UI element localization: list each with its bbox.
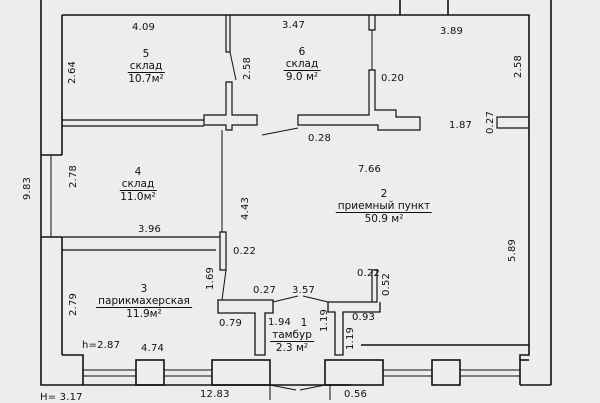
dim-room2-top-width: 3.89 <box>440 26 464 37</box>
dim-room6-width: 3.47 <box>282 20 306 31</box>
dim-room5-height: 2.64 <box>67 60 78 84</box>
room-number: 4 <box>134 166 142 178</box>
ceiling-height: h=2.87 <box>82 340 121 351</box>
room-5-label: 5 склад 10.7м² <box>127 48 165 85</box>
dim-093: 0.93 <box>352 312 376 323</box>
dim-wall-052: 0.52 <box>381 272 392 296</box>
room-name: тамбур <box>270 329 314 342</box>
dim-1-87: 1.87 <box>449 120 473 131</box>
dim-079: 0.79 <box>219 318 243 329</box>
room-area: 11.0м² <box>120 191 156 203</box>
dim-wall-022b: 0.22 <box>357 268 381 279</box>
room-area: 10.7м² <box>128 73 164 85</box>
room-name: склад <box>283 58 321 71</box>
room-1-label: 1 тамбур 2.3 м² <box>270 317 314 354</box>
dim-wall-027: 0.27 <box>253 285 277 296</box>
room-name: парикмахерская <box>96 295 192 308</box>
room-name: склад <box>127 60 165 73</box>
room-name: склад <box>119 178 157 191</box>
dim-door-169: 1.69 <box>205 266 216 290</box>
dim-room3-height: 2.79 <box>68 292 79 316</box>
dim-wall-020: 0.20 <box>381 73 405 84</box>
dim-room2-top-height: 2.58 <box>513 54 524 78</box>
dim-tambour-width: 3.57 <box>292 285 316 296</box>
dim-room5-width: 4.09 <box>132 22 156 33</box>
dim-total-width: 12.83 <box>200 389 230 400</box>
dim-notch-027: 0.27 <box>485 110 496 134</box>
room-number: 5 <box>142 48 150 60</box>
dim-room4-height: 2.78 <box>68 164 79 188</box>
dim-room3-width: 4.74 <box>141 343 165 354</box>
room-area: 50.9 м² <box>364 213 404 225</box>
dim-194: 1.94 <box>268 317 292 328</box>
room-number: 6 <box>298 46 306 58</box>
dim-total-height: 9.83 <box>22 176 33 200</box>
dim-056: 0.56 <box>344 389 368 400</box>
dim-119b: 1.19 <box>345 326 356 350</box>
dim-room2-right-height: 5.89 <box>507 238 518 262</box>
dim-outer-height: Н= 3.17 <box>40 392 83 403</box>
room-area: 9.0 м² <box>285 71 319 83</box>
dim-room6-door: 2.58 <box>242 56 253 80</box>
room-number: 2 <box>380 188 388 200</box>
dim-room2-partition: 4.43 <box>240 196 251 220</box>
dim-room2-width: 7.66 <box>358 164 382 175</box>
room-name: приемный пункт <box>335 200 433 213</box>
inner-wall-top-right <box>62 14 530 346</box>
room-area: 2.3 м² <box>275 342 309 354</box>
room-number: 1 <box>300 317 308 329</box>
room-number: 3 <box>140 283 148 295</box>
room-area: 11.9м² <box>126 308 162 320</box>
dim-wall-028: 0.28 <box>308 133 332 144</box>
dim-119a: 1.19 <box>319 308 330 332</box>
room-6-label: 6 склад 9.0 м² <box>283 46 321 83</box>
dim-wall-022: 0.22 <box>233 246 257 257</box>
dim-room4-width: 3.96 <box>138 224 162 235</box>
room-2-label: 2 приемный пункт 50.9 м² <box>335 188 433 225</box>
room-4-label: 4 склад 11.0м² <box>119 166 157 203</box>
room-3-label: 3 парикмахерская 11.9м² <box>96 283 192 320</box>
